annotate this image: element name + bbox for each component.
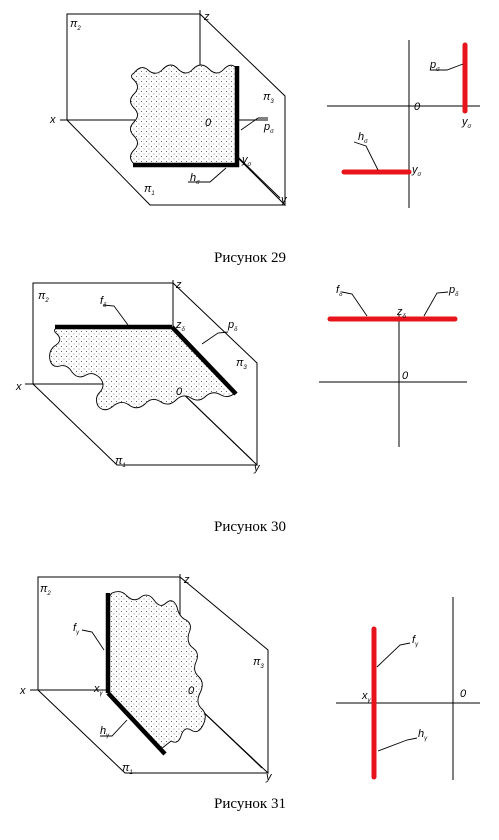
label-pi1: π1 xyxy=(115,455,126,469)
label-o: 0 xyxy=(188,685,195,697)
label-x-gamma-right: xγ xyxy=(361,690,372,704)
label-z-delta: zδ xyxy=(175,319,186,333)
caption-31: Рисунок 31 xyxy=(214,796,286,812)
label-y-sigma-1: yσ xyxy=(461,116,472,130)
label-pi2: π2 xyxy=(38,290,49,304)
leader-f xyxy=(81,629,105,651)
label-y: y xyxy=(253,462,261,474)
label-f-delta-right: fδ xyxy=(336,284,343,298)
leader-f-right xyxy=(341,291,368,317)
label-y-sigma: yσ xyxy=(241,154,252,168)
label-x: x xyxy=(15,381,22,393)
label-z: z xyxy=(203,11,210,23)
caption-29: Рисунок 29 xyxy=(214,250,286,266)
leader-p xyxy=(201,331,229,345)
y-axis xyxy=(172,383,253,461)
leader-h-right xyxy=(353,141,379,171)
figure-30-epure: fδ pδ zδ 0 xyxy=(319,284,467,447)
label-pi3: π3 xyxy=(253,656,264,670)
trace-h-gamma xyxy=(106,691,167,756)
figure-29: π2 π3 π1 x z 0 yσ y pσ hσ pσ 0 yσ hσ yσ … xyxy=(49,10,480,266)
figure-31-spatial-view: π2 π3 π1 x z 0 y fγ hγ xγ xyxy=(19,574,273,783)
label-z: z xyxy=(175,279,182,291)
label-p-delta: pδ xyxy=(227,319,238,333)
label-h-gamma-right: hγ xyxy=(418,728,428,742)
label-pi2: π2 xyxy=(40,583,51,597)
label-x-gamma: xγ xyxy=(93,683,104,697)
label-p-sigma: pσ xyxy=(263,121,274,135)
label-h-gamma: hγ xyxy=(100,725,110,739)
label-x: x xyxy=(19,685,26,697)
leader-h-right xyxy=(377,737,418,752)
leader-f-right xyxy=(376,642,411,668)
leader-p-right xyxy=(430,63,464,71)
label-f-gamma-right: fγ xyxy=(412,634,419,648)
plane-gamma-region xyxy=(108,591,206,750)
label-o-right: 0 xyxy=(460,688,467,700)
label-z: z xyxy=(183,574,190,586)
label-o-right: 0 xyxy=(402,370,409,382)
leader-p xyxy=(240,117,268,131)
label-y-sigma-2: yσ xyxy=(411,164,422,178)
plane-sigma-region xyxy=(130,64,237,165)
trace-p-h xyxy=(133,66,240,168)
label-z-delta-right: zδ xyxy=(396,306,407,320)
figure-29-spatial-view: π2 π3 π1 x z 0 yσ y pσ hσ xyxy=(49,10,288,207)
leader-h xyxy=(100,719,128,737)
plane-pi1-frame xyxy=(66,119,285,206)
label-pi1: π1 xyxy=(144,183,155,197)
label-f-gamma: fγ xyxy=(73,622,80,636)
label-y: y xyxy=(265,771,273,783)
label-o: 0 xyxy=(205,117,212,129)
label-y: y xyxy=(280,194,288,206)
label-o-right: 0 xyxy=(414,101,421,113)
plane-pi1-frame xyxy=(37,689,268,774)
figure-31-epure: fγ hγ xγ 0 xyxy=(336,597,480,780)
figure-30-spatial-view: π2 π3 π1 x z 0 y fδ pδ zδ xyxy=(15,279,261,474)
figure-30: π2 π3 π1 x z 0 y fδ pδ zδ fδ pδ zδ 0 Рис… xyxy=(15,279,467,535)
label-pi3: π3 xyxy=(263,91,274,105)
figure-29-epure: pσ 0 yσ hσ yσ xyxy=(327,40,480,208)
trace-p-delta xyxy=(170,325,238,396)
label-p-delta-right: pδ xyxy=(448,284,459,298)
label-pi1: π1 xyxy=(122,762,133,776)
label-f-delta: fδ xyxy=(100,295,107,309)
plane-delta-region xyxy=(49,327,236,411)
label-pi2: π2 xyxy=(70,18,81,32)
plane-pi1-frame xyxy=(32,383,257,466)
plane-pi3-frame xyxy=(199,13,286,207)
leader-h xyxy=(188,167,227,183)
figure-31: π2 π3 π1 x z 0 y fγ hγ xγ fγ hγ xγ 0 Рис… xyxy=(19,574,480,812)
label-o: 0 xyxy=(176,386,183,398)
label-pi3: π3 xyxy=(236,357,247,371)
label-h-sigma: hσ xyxy=(190,172,200,186)
leader-f xyxy=(102,304,129,326)
leader-p-right xyxy=(423,291,449,317)
caption-30: Рисунок 30 xyxy=(214,519,286,535)
label-p-sigma-right: pσ xyxy=(429,59,440,73)
label-h-sigma-right: hσ xyxy=(358,131,368,145)
label-x: x xyxy=(49,114,56,126)
